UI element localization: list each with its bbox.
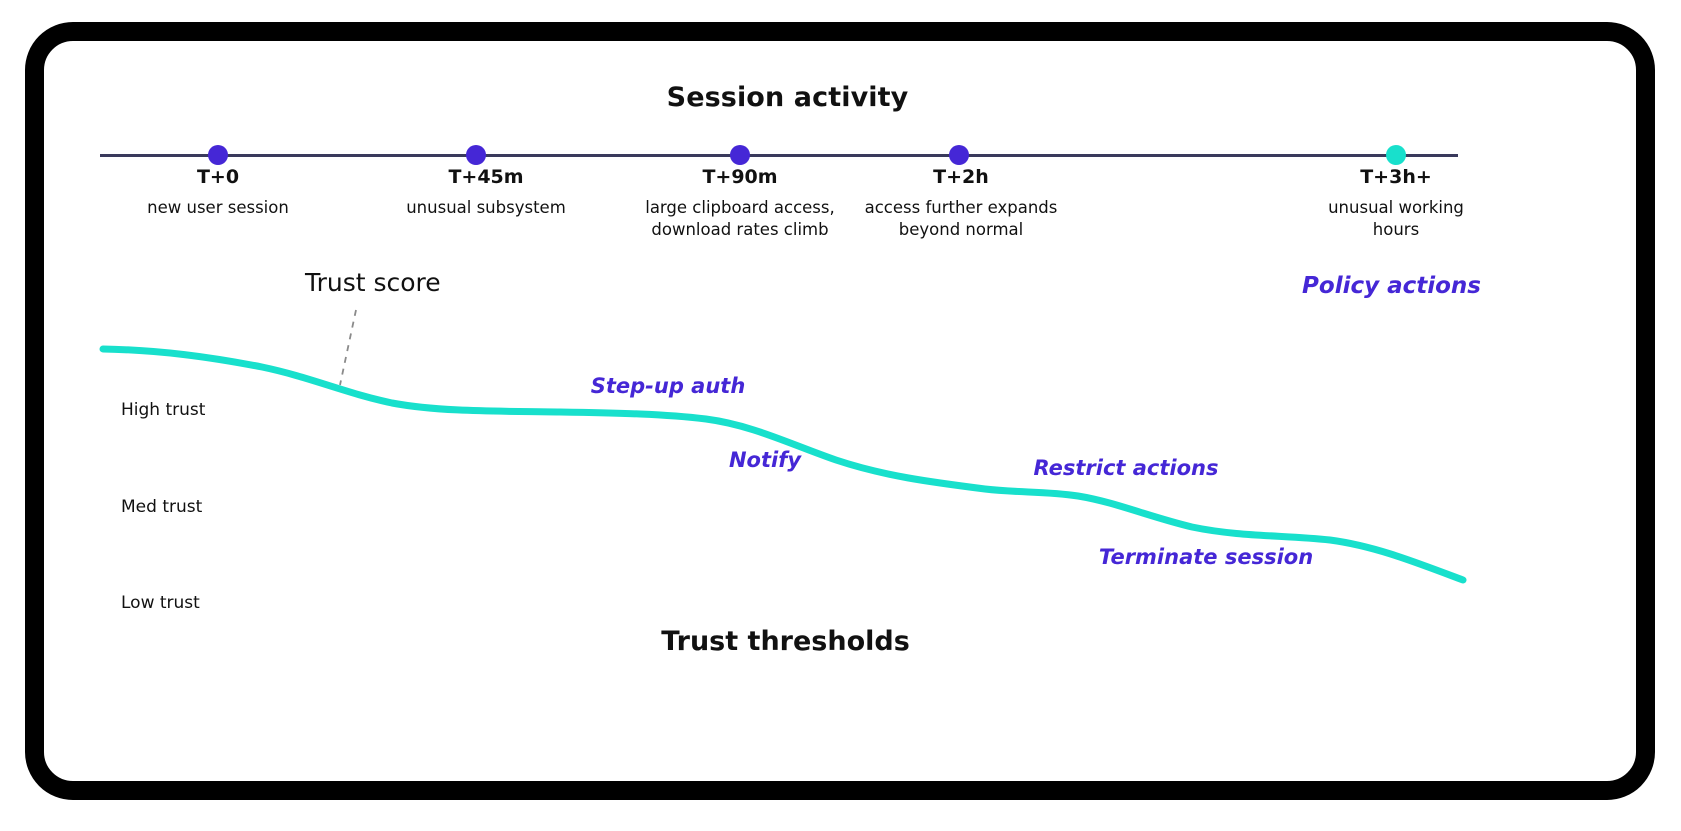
page-title-session-activity: Session activity	[666, 82, 909, 113]
trust-score-curve	[99, 345, 1467, 584]
policy-actions-legend-label: Policy actions	[1302, 273, 1481, 299]
timeline-desc-t90m: large clipboard access, download rates c…	[645, 198, 835, 239]
timeline-label-t3h: T+3h+ unusual working hours	[1286, 168, 1506, 241]
timeline-marker-t2h[interactable]	[949, 145, 969, 165]
trust-band-label-low: Low trust	[121, 593, 200, 613]
timeline-label-t90m: T+90m large clipboard access, download r…	[610, 168, 870, 241]
timeline-label-t2h: T+2h access further expands beyond norma…	[831, 168, 1091, 241]
policy-note-restrict-actions: Restrict actions	[1033, 456, 1219, 480]
timeline-marker-t45m[interactable]	[466, 145, 486, 165]
timeline-marker-t0[interactable]	[208, 145, 228, 165]
trust-score-leader-line	[339, 309, 357, 386]
policy-note-terminate-session: Terminate session	[1098, 545, 1314, 569]
timeline-time-t3h: T+3h+	[1360, 166, 1432, 188]
policy-note-step-up-auth: Step-up auth	[590, 374, 746, 398]
policy-note-notify: Notify	[728, 448, 802, 472]
timeline-desc-t45m: unusual subsystem	[406, 198, 566, 217]
timeline-marker-t3h[interactable]	[1386, 145, 1406, 165]
timeline-desc-t2h: access further expands beyond normal	[864, 198, 1058, 239]
timeline-desc-t3h: unusual working hours	[1328, 198, 1464, 239]
timeline-desc-t0: new user session	[147, 198, 289, 217]
device-frame	[25, 22, 1655, 800]
page-title-trust-thresholds: Trust thresholds	[661, 626, 910, 657]
trust-band-label-high: High trust	[121, 400, 206, 420]
timeline-time-t90m: T+90m	[702, 166, 778, 188]
timeline-time-t0: T+0	[196, 166, 240, 188]
timeline-label-t45m: T+45m unusual subsystem	[371, 168, 601, 219]
timeline-time-t2h: T+2h	[933, 166, 989, 188]
timeline-time-t45m: T+45m	[448, 166, 524, 188]
trust-band-label-med: Med trust	[121, 497, 203, 517]
timeline-marker-t90m[interactable]	[730, 145, 750, 165]
trust-score-callout-label: Trust score	[305, 268, 441, 297]
timeline-label-t0: T+0 new user session	[108, 168, 328, 219]
